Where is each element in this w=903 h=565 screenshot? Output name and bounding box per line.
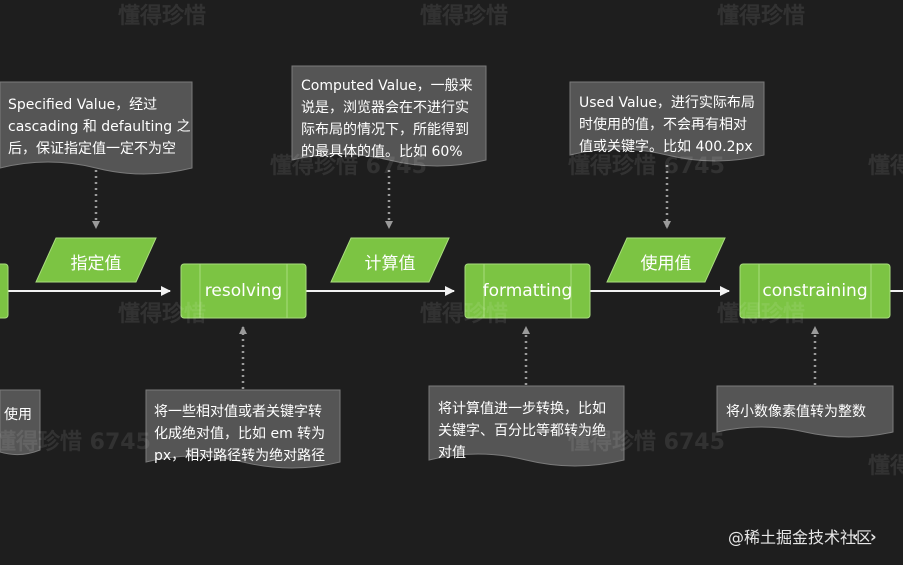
note-line: 使用: [4, 407, 32, 423]
note-line: 说是，浏览器会在不进行实: [301, 100, 469, 116]
watermark: 懂得珍惜: [868, 454, 903, 479]
note-formatting: 将计算值进一步转换，比如 关键字、百分比等都转为绝 对值: [430, 392, 624, 470]
watermark: 懂得珍惜: [118, 4, 207, 29]
value-shape-used: [606, 237, 726, 283]
note-line: 时使用的值，不会再有相对: [579, 117, 747, 133]
step-label-formatting: formatting: [482, 281, 573, 301]
note-line: 化成绝对值，比如 em 转为: [154, 426, 326, 442]
step-label-resolving: resolving: [204, 281, 283, 301]
note-resolving: 将一些相对值或者关键字转 化成绝对值，比如 em 转为 px，相对路径转为绝对路…: [146, 395, 340, 473]
step-label-constraining: constraining: [762, 281, 868, 301]
note-line: 后，保证指定值一定不为空: [8, 141, 176, 157]
step-box-resolving: [180, 263, 307, 319]
note-shape-resolving: [145, 389, 341, 469]
chevron-right-icon[interactable]: ›: [870, 527, 877, 546]
note-used-value: Used Value，进行实际布局 时使用的值，不会再有相对 值或关键字。比如 …: [571, 86, 765, 164]
bottom-connectors: [239, 326, 819, 389]
note-line: 将小数像素值转为整数: [726, 404, 866, 420]
note-shape-constraining: [716, 385, 894, 438]
footer-label: @稀土掘金技术社区: [728, 528, 873, 547]
watermark: 懂得珍惜 6745: [568, 154, 725, 179]
note-line: 的最具体的值。比如 60%: [301, 144, 463, 160]
note-line: Computed Value，一般来: [301, 78, 473, 94]
value-label-used: 使用值: [640, 254, 692, 274]
watermark: 懂得珍惜: [420, 4, 509, 29]
note-specified-value: Specified Value，经过 cascading 和 defaultin…: [0, 88, 192, 166]
watermark: 懂得珍惜 6745: [568, 430, 725, 455]
note-shape-specified: [0, 81, 193, 175]
watermark: 懂得珍惜: [717, 302, 806, 327]
watermark: 懂得珍惜 6745: [270, 154, 427, 179]
note-line: Specified Value，经过: [8, 97, 158, 113]
note-shape-computed: [291, 65, 487, 167]
note-shape-left-partial: [0, 389, 41, 456]
value-shape-specified: [35, 237, 157, 283]
note-computed-value: Computed Value，一般来 说是，浏览器会在不进行实 际布局的情况下，…: [293, 69, 487, 169]
watermark: 懂得珍惜: [118, 302, 207, 327]
value-label-computed: 计算值: [364, 254, 416, 274]
note-line: 关键字、百分比等都转为绝: [438, 423, 606, 439]
note-left-partial: 使用: [0, 398, 40, 432]
note-shape-used: [569, 81, 765, 162]
step-box-constraining: [739, 263, 891, 319]
value-shape-computed: [330, 237, 450, 283]
watermark: 懂得珍惜 6745: [0, 430, 151, 455]
note-line: Used Value，进行实际布局: [579, 95, 755, 111]
note-constraining: 将小数像素值转为整数: [718, 395, 894, 429]
top-connectors: [92, 165, 671, 229]
step-box-partial: [0, 263, 9, 319]
note-line: 对值: [438, 445, 466, 461]
note-line: 将一些相对值或者关键字转: [154, 404, 322, 420]
watermark: 懂得珍惜: [868, 154, 903, 179]
chevron-left-icon[interactable]: ‹: [852, 527, 859, 546]
note-line: 值或关键字。比如 400.2px: [579, 139, 753, 155]
note-shape-formatting: [428, 385, 625, 467]
note-line: 将计算值进一步转换，比如: [438, 401, 606, 417]
note-line: cascading 和 defaulting 之: [8, 119, 191, 135]
value-label-specified: 指定值: [70, 254, 122, 274]
step-box-formatting: [464, 263, 591, 319]
watermark: 懂得珍惜: [420, 302, 509, 327]
note-line: px，相对路径转为绝对路径: [154, 448, 326, 464]
note-line: 际布局的情况下，所能得到: [301, 122, 469, 138]
watermark: 懂得珍惜: [717, 4, 806, 29]
